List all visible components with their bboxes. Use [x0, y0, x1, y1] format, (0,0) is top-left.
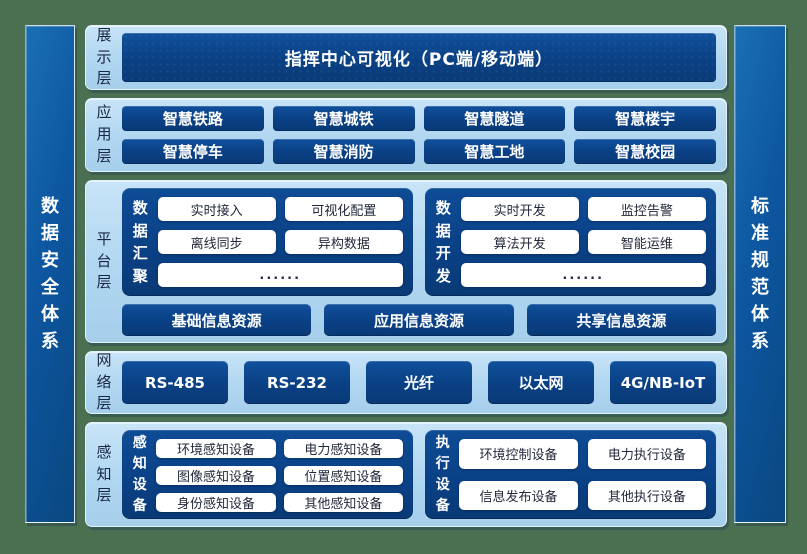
layer-platform-content: 数据汇聚 实时接入 可视化配置 离线同步 异构数据 ...... — [122, 181, 726, 342]
group-sensing-devices-grid: 环境感知设备 电力感知设备 图像感知设备 位置感知设备 身份感知设备 其他感知设… — [156, 439, 403, 512]
pillar-data-security-label: 数据安全体系 — [40, 196, 59, 352]
network-box: 光纤 — [366, 361, 472, 404]
app-box: 智慧消防 — [272, 139, 415, 164]
device-box: 位置感知设备 — [283, 466, 403, 485]
platform-item: 智能运维 — [587, 230, 706, 254]
device-box: 身份感知设备 — [156, 493, 276, 512]
network-box: 4G/NB-IoT — [610, 361, 716, 404]
pillar-standards: 标准规范体系 — [734, 25, 786, 523]
layer-application-label: 应用层 — [86, 99, 122, 171]
platform-item: 实时开发 — [460, 197, 579, 221]
device-box: 电力感知设备 — [283, 439, 403, 458]
platform-item: 异构数据 — [284, 230, 403, 254]
layer-display-label: 展示层 — [86, 26, 122, 89]
layer-perception: 感知层 感知设备 环境感知设备 电力感知设备 图像感知设备 位置感知设备 身份感… — [85, 422, 727, 527]
device-box: 信息发布设备 — [459, 480, 578, 510]
resource-box: 基础信息资源 — [122, 304, 312, 336]
group-data-aggregation-title-text: 数据汇聚 — [132, 199, 148, 285]
group-data-development-grid: 实时开发 监控告警 算法开发 智能运维 ...... — [460, 197, 706, 287]
group-sensing-devices-title: 感知设备 — [132, 435, 147, 514]
device-box: 图像感知设备 — [156, 466, 276, 485]
group-data-aggregation-grid: 实时接入 可视化配置 离线同步 异构数据 ...... — [157, 197, 403, 287]
layer-network: 网络层 RS-485 RS-232 光纤 以太网 4G/NB-IoT — [85, 351, 727, 414]
app-box: 智慧工地 — [423, 139, 566, 164]
platform-resources-row: 基础信息资源 应用信息资源 共享信息资源 — [122, 304, 716, 336]
app-box: 智慧铁路 — [122, 106, 264, 131]
layer-perception-content: 感知设备 环境感知设备 电力感知设备 图像感知设备 位置感知设备 身份感知设备 … — [122, 423, 726, 526]
app-box: 智慧校园 — [574, 139, 716, 164]
group-data-development: 数据开发 实时开发 监控告警 算法开发 智能运维 ...... — [425, 188, 716, 296]
device-box: 环境感知设备 — [156, 439, 276, 458]
group-data-development-title-text: 数据开发 — [435, 199, 451, 285]
pillar-standards-label: 标准规范体系 — [750, 196, 769, 352]
platform-item: 算法开发 — [460, 230, 579, 254]
group-data-development-title: 数据开发 — [435, 197, 452, 287]
group-actuator-devices: 执行设备 环境控制设备 电力执行设备 信息发布设备 其他执行设备 — [425, 430, 716, 519]
display-visualization-box: 指挥中心可视化（PC端/移动端） — [122, 33, 716, 82]
network-box: RS-232 — [244, 361, 350, 404]
platform-groups-row: 数据汇聚 实时接入 可视化配置 离线同步 异构数据 ...... — [122, 188, 716, 296]
group-actuator-devices-grid: 环境控制设备 电力执行设备 信息发布设备 其他执行设备 — [459, 439, 706, 510]
app-box: 智慧停车 — [122, 139, 264, 164]
group-data-aggregation-title: 数据汇聚 — [132, 197, 149, 287]
device-box: 电力执行设备 — [587, 439, 706, 469]
group-sensing-devices: 感知设备 环境感知设备 电力感知设备 图像感知设备 位置感知设备 身份感知设备 … — [122, 430, 413, 519]
layer-network-label-text: 网络层 — [96, 350, 112, 413]
platform-item: 监控告警 — [587, 197, 706, 221]
group-data-aggregation: 数据汇聚 实时接入 可视化配置 离线同步 异构数据 ...... — [122, 188, 413, 296]
layer-display-content: 指挥中心可视化（PC端/移动端） — [122, 26, 726, 89]
network-box: RS-485 — [122, 361, 228, 404]
device-box: 其他执行设备 — [587, 480, 706, 510]
device-box: 环境控制设备 — [459, 439, 578, 469]
layer-application-label-text: 应用层 — [96, 103, 112, 165]
platform-item-more: ...... — [460, 263, 706, 287]
pillar-data-security: 数据安全体系 — [25, 25, 75, 523]
resource-box: 应用信息资源 — [324, 304, 514, 336]
application-grid: 智慧铁路 智慧城铁 智慧隧道 智慧楼宇 智慧停车 智慧消防 智慧工地 智慧校园 — [122, 106, 716, 164]
perception-groups-row: 感知设备 环境感知设备 电力感知设备 图像感知设备 位置感知设备 身份感知设备 … — [122, 430, 716, 519]
layer-network-label: 网络层 — [86, 350, 122, 413]
network-box: 以太网 — [488, 361, 594, 404]
platform-item: 可视化配置 — [284, 197, 403, 221]
layer-platform-label: 平台层 — [86, 181, 122, 342]
layer-perception-label-text: 感知层 — [96, 442, 112, 505]
resource-box: 共享信息资源 — [526, 304, 716, 336]
layer-perception-label: 感知层 — [86, 423, 122, 526]
group-actuator-devices-title: 执行设备 — [435, 435, 450, 514]
layers-column: 展示层 指挥中心可视化（PC端/移动端） 应用层 智慧铁路 智慧城铁 智慧隧道 … — [85, 25, 727, 527]
app-box: 智慧隧道 — [423, 106, 566, 131]
layer-platform: 平台层 数据汇聚 实时接入 可视化配置 离线同步 异构 — [85, 180, 727, 343]
layer-platform-label-text: 平台层 — [96, 229, 112, 292]
layer-application: 应用层 智慧铁路 智慧城铁 智慧隧道 智慧楼宇 智慧停车 智慧消防 智慧工地 智… — [85, 98, 727, 172]
platform-column: 数据汇聚 实时接入 可视化配置 离线同步 异构数据 ...... — [122, 188, 716, 336]
platform-item-more: ...... — [157, 263, 403, 287]
network-grid: RS-485 RS-232 光纤 以太网 4G/NB-IoT — [122, 361, 716, 404]
layer-display-label-text: 展示层 — [96, 25, 112, 88]
group-sensing-devices-title-text: 感知设备 — [132, 434, 147, 514]
group-actuator-devices-title-text: 执行设备 — [435, 434, 450, 514]
app-box: 智慧楼宇 — [574, 106, 716, 131]
app-box: 智慧城铁 — [272, 106, 415, 131]
device-box: 其他感知设备 — [283, 493, 403, 512]
platform-item: 实时接入 — [157, 197, 276, 221]
layer-network-content: RS-485 RS-232 光纤 以太网 4G/NB-IoT — [122, 352, 726, 413]
layer-application-content: 智慧铁路 智慧城铁 智慧隧道 智慧楼宇 智慧停车 智慧消防 智慧工地 智慧校园 — [122, 99, 726, 171]
platform-item: 离线同步 — [157, 230, 276, 254]
layer-display: 展示层 指挥中心可视化（PC端/移动端） — [85, 25, 727, 90]
